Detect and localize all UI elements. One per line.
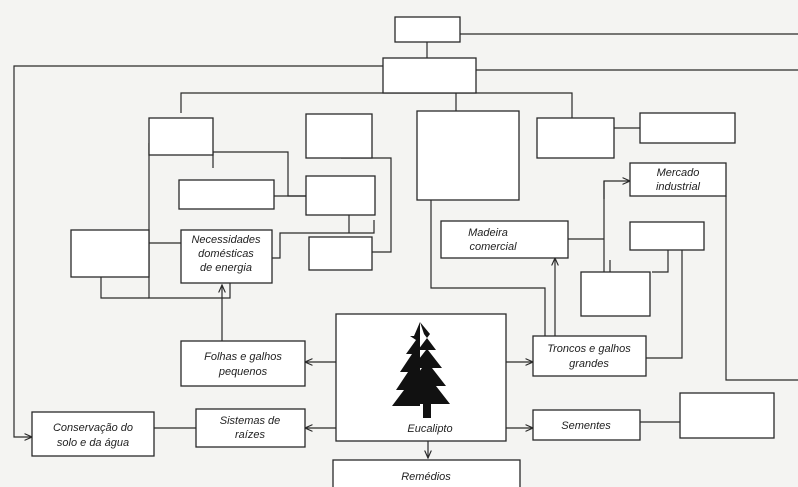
- empty-box-far-left: [70, 229, 150, 278]
- troncos-label-line1: Troncos e galhos: [547, 343, 631, 355]
- necessidades-label-line1: Necessidades: [191, 234, 261, 246]
- empty-box-center-tall: [416, 110, 520, 201]
- folhas-label-line1: Folhas e galhos: [204, 351, 282, 363]
- sistemas-label-line1: Sistemas de: [220, 415, 281, 427]
- mercado-label-line2: industrial: [656, 181, 701, 193]
- empty-box-center-right: [536, 117, 615, 159]
- eucalipto-label: Eucalipto: [407, 423, 452, 435]
- empty-box-left-wide: [178, 179, 275, 210]
- conservacao-label-line1: Conservação do: [53, 422, 133, 434]
- necessidades-label-line3: de energia: [200, 262, 252, 274]
- empty-box-upper-left: [148, 117, 214, 156]
- conservacao-box: [31, 411, 155, 457]
- empty-box-right-lower: [580, 271, 651, 317]
- remedios-label: Remédios: [401, 471, 451, 483]
- sementes-label: Sementes: [561, 420, 611, 432]
- empty-box-far-right-top: [639, 112, 736, 144]
- empty-box-right-mid: [629, 221, 705, 251]
- diagram-boxes: [31, 16, 775, 487]
- necessidades-label-line2: domésticas: [198, 248, 254, 260]
- madeira-label-line2: comercial: [469, 241, 517, 253]
- sementes-box: [532, 409, 641, 441]
- mercado-label-line1: Mercado: [657, 167, 700, 179]
- remedios-box: [332, 459, 521, 487]
- folhas-label-line2: pequenos: [218, 366, 268, 378]
- empty-box-second: [382, 57, 477, 94]
- necessidades-box: [180, 229, 273, 284]
- diagram-labels: Necessidades domésticas de energia Merca…: [53, 167, 701, 483]
- troncos-box: [532, 335, 647, 377]
- empty-box-mid: [305, 175, 376, 216]
- madeira-box: [440, 220, 569, 259]
- madeira-label-line1: Madeira: [468, 227, 508, 239]
- sistemas-label-line2: raízes: [235, 429, 265, 441]
- conifer-tree-icon: [392, 322, 450, 418]
- mercado-box: [629, 162, 727, 197]
- troncos-label-line2: grandes: [569, 358, 609, 370]
- folhas-box: [180, 340, 306, 387]
- empty-box-mid-lower: [308, 236, 373, 271]
- empty-box-mid-left-top: [305, 113, 373, 159]
- conservacao-label-line2: solo e da água: [57, 437, 129, 449]
- empty-box-top: [394, 16, 461, 43]
- connector-lines: [13, 33, 798, 458]
- sistemas-box: [195, 408, 306, 448]
- empty-box-bottom-right: [679, 392, 775, 439]
